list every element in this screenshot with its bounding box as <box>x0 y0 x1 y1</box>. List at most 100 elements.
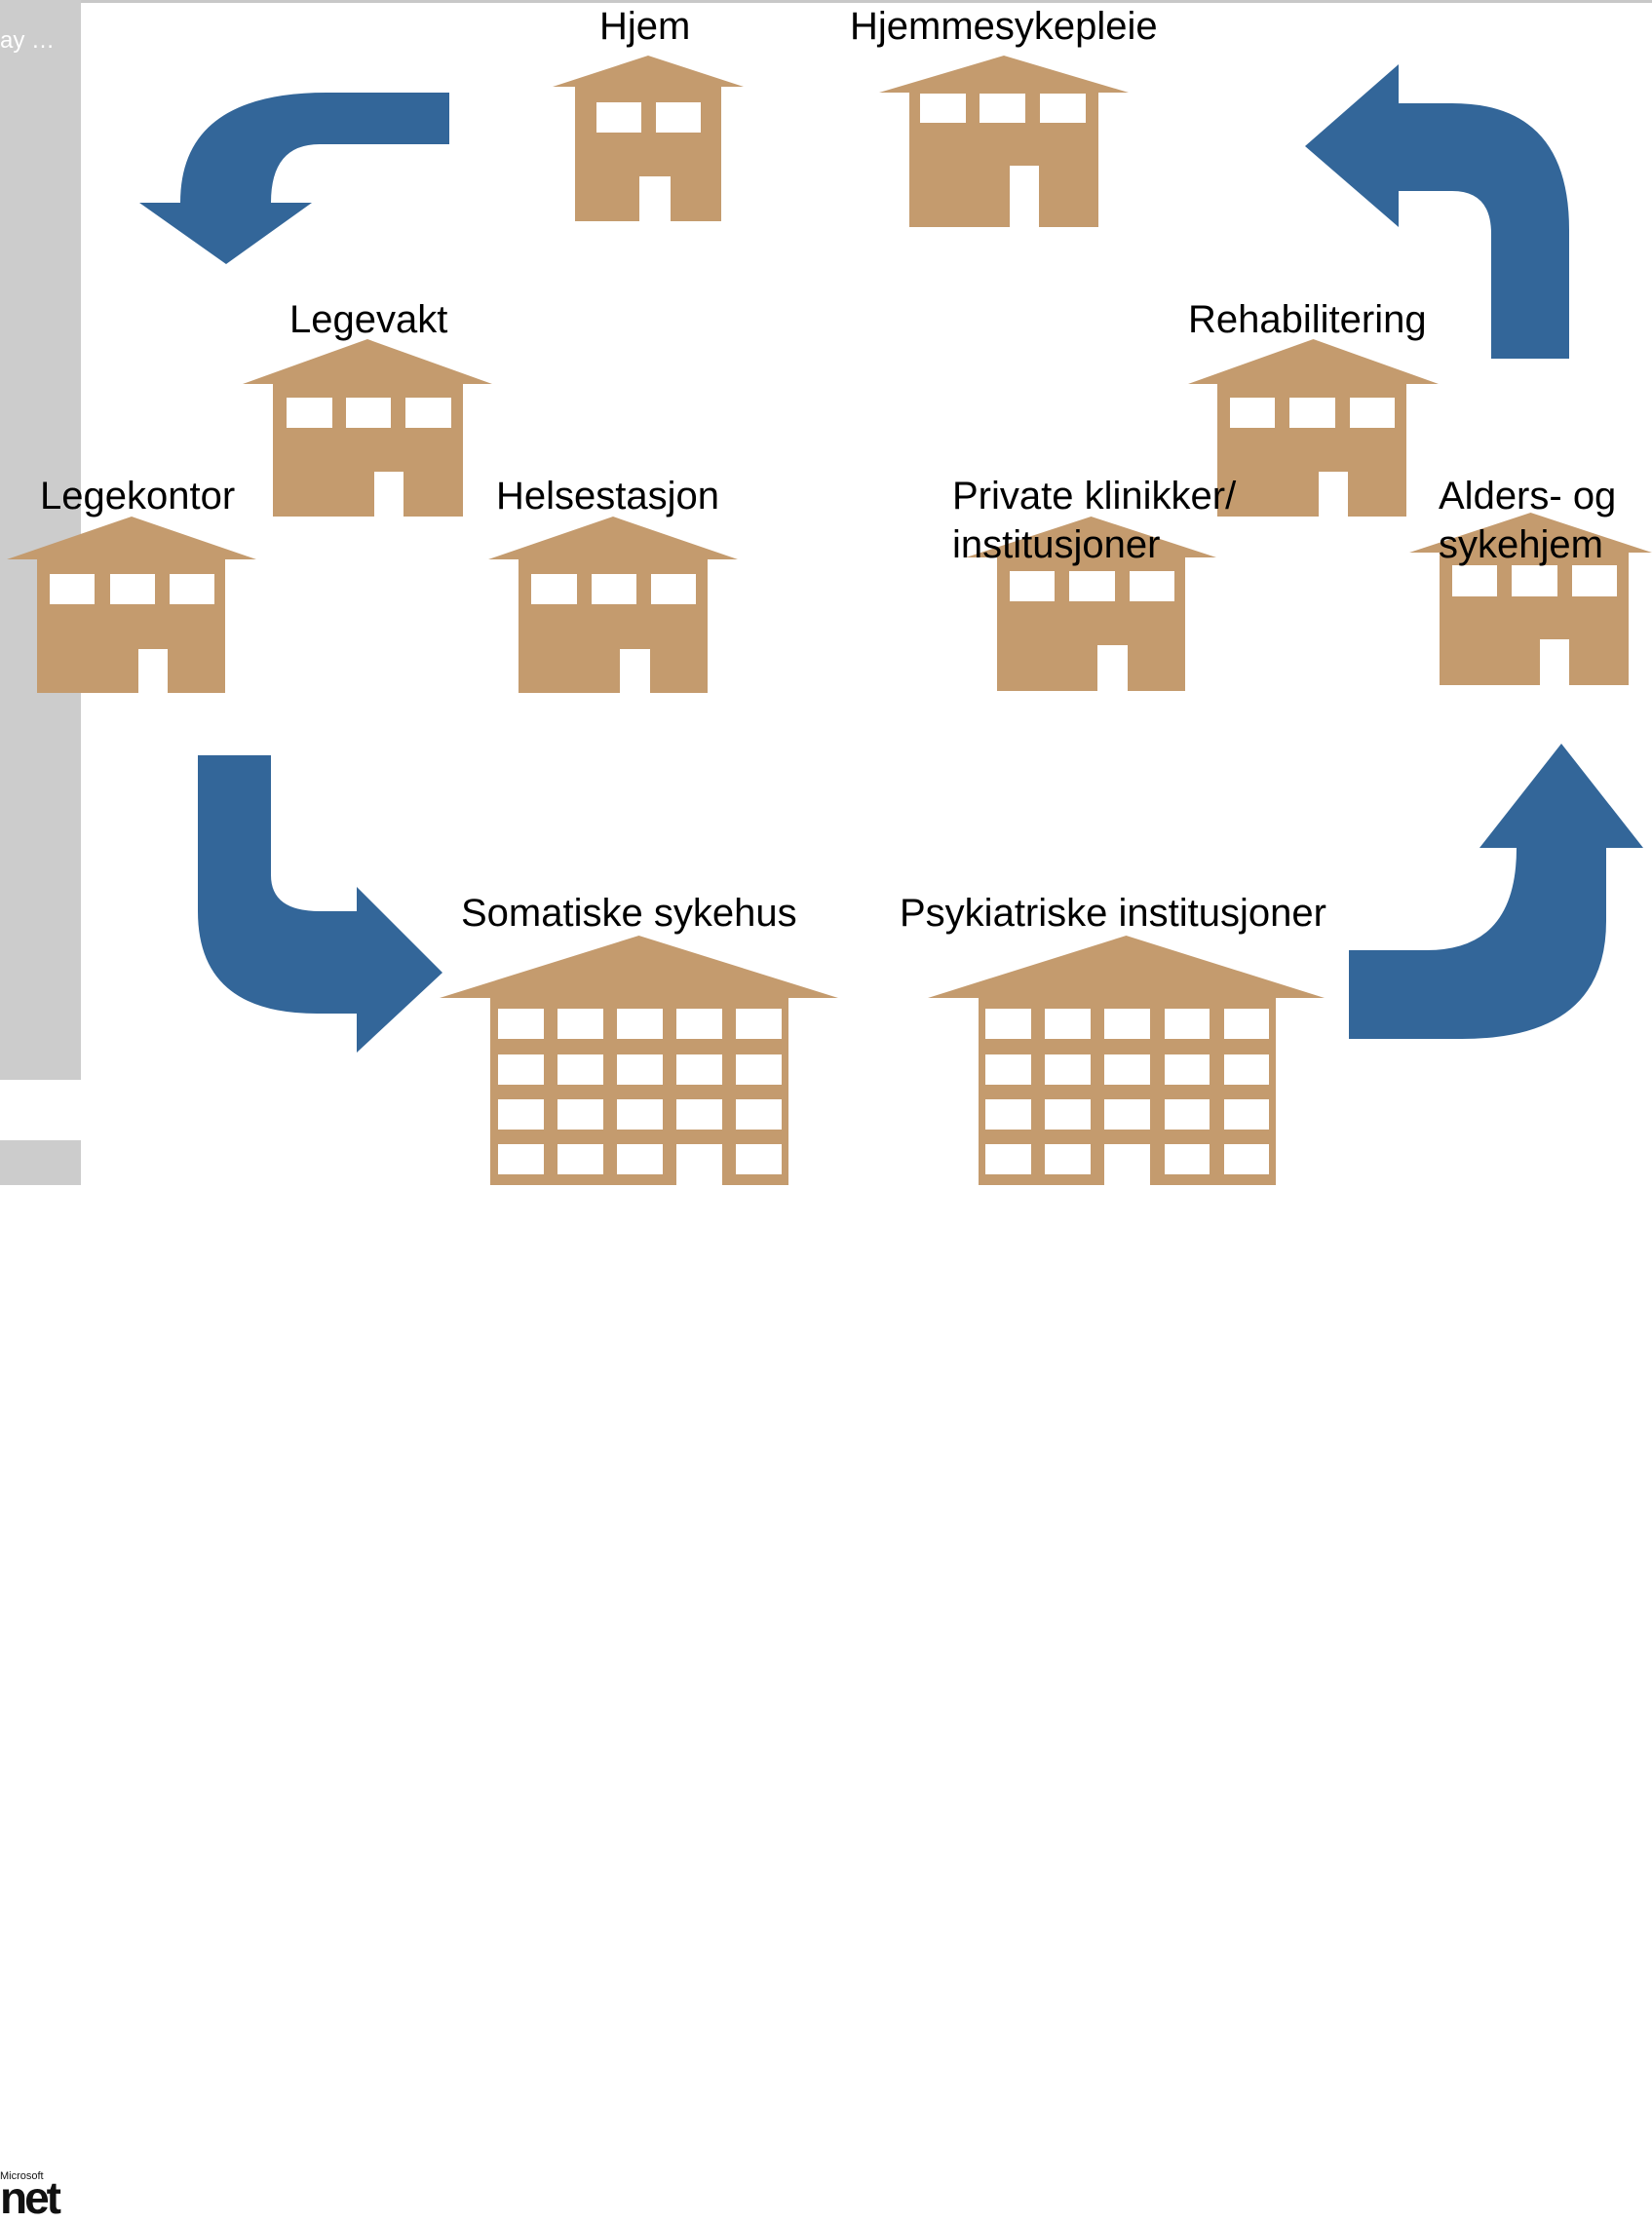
building-window <box>985 1009 1031 1039</box>
sidebar-caption: ay … <box>0 27 56 54</box>
house-door <box>374 472 403 517</box>
house-door <box>1540 639 1569 685</box>
house-roof <box>1188 339 1439 384</box>
building-window <box>1224 1099 1269 1130</box>
label-rehabilitering: Rehabilitering <box>1188 298 1427 341</box>
house-door <box>1097 645 1128 691</box>
label-legevakt: Legevakt <box>289 298 448 341</box>
label-helsestasjon: Helsestasjon <box>496 475 720 517</box>
house-hjemmesykepleie <box>879 56 1129 227</box>
label-private-klinikker: Private klinikker/ institusjoner <box>952 475 1237 566</box>
house-window <box>346 398 391 428</box>
house-window <box>1010 571 1055 601</box>
building-window <box>617 1009 663 1039</box>
house-window <box>1350 398 1395 428</box>
building-window <box>1165 1144 1210 1174</box>
house-window <box>980 94 1025 123</box>
building-window <box>985 1144 1031 1174</box>
building-somatiske-sykehus <box>440 936 838 1185</box>
house-rehabilitering <box>1188 339 1439 517</box>
house-roof <box>1409 513 1652 553</box>
building-window <box>617 1144 663 1174</box>
arrow-rehabilitering-to-hjem <box>1305 64 1569 359</box>
house-helsestasjon <box>488 517 738 693</box>
house-window <box>656 102 701 133</box>
label-somatiske-sykehus: Somatiske sykehus <box>461 892 797 935</box>
building-window <box>1104 1054 1150 1085</box>
house-window <box>592 574 636 604</box>
label-hjem: Hjem <box>599 5 691 48</box>
house-roof <box>966 517 1216 557</box>
house-window <box>1572 565 1617 596</box>
building-window <box>1045 1099 1091 1130</box>
building-window <box>1045 1009 1091 1039</box>
house-door <box>1010 166 1039 227</box>
building-window <box>498 1144 544 1174</box>
building-window <box>1165 1054 1210 1085</box>
house-door <box>639 176 671 221</box>
house-window <box>596 102 641 133</box>
building-window <box>1045 1144 1091 1174</box>
building-window <box>1045 1054 1091 1085</box>
building-window <box>1224 1054 1269 1085</box>
house-window <box>287 398 332 428</box>
logo-net-text: net <box>0 2172 61 2223</box>
arrow-legekontor-to-sykehus <box>198 755 442 1053</box>
house-roof <box>553 56 744 87</box>
building-roof <box>928 936 1325 998</box>
building-window <box>1224 1009 1269 1039</box>
building-window <box>736 1054 782 1085</box>
building-window <box>617 1099 663 1130</box>
building-window <box>557 1099 603 1130</box>
house-window <box>405 398 451 428</box>
house-window <box>531 574 577 604</box>
house-window <box>1230 398 1275 428</box>
house-window <box>110 574 155 604</box>
house-legevakt <box>243 339 492 517</box>
building-window <box>676 1054 722 1085</box>
house-alders-og-sykehjem <box>1409 513 1652 685</box>
house-window <box>1289 398 1335 428</box>
building-window <box>985 1099 1031 1130</box>
house-hjem <box>553 56 744 221</box>
building-window <box>498 1099 544 1130</box>
building-window <box>1165 1009 1210 1039</box>
house-window <box>1130 571 1174 601</box>
building-roof <box>440 936 838 998</box>
building-window <box>557 1054 603 1085</box>
house-window <box>920 94 966 123</box>
house-window <box>50 574 95 604</box>
house-private-klinikker <box>966 517 1216 691</box>
building-door <box>1104 1144 1150 1185</box>
building-window <box>498 1009 544 1039</box>
house-roof <box>243 339 492 384</box>
top-border-line <box>0 0 1652 3</box>
house-window <box>170 574 214 604</box>
building-window <box>736 1099 782 1130</box>
building-window <box>1104 1099 1150 1130</box>
label-hjemmesykepleie: Hjemmesykepleie <box>850 5 1158 48</box>
house-door <box>620 649 650 693</box>
arrow-hjem-to-legekontor <box>139 93 449 264</box>
house-window <box>651 574 696 604</box>
house-door <box>1319 472 1348 517</box>
building-window <box>1224 1144 1269 1174</box>
house-roof <box>7 517 256 559</box>
building-window <box>498 1054 544 1085</box>
label-psykiatriske-institusjoner: Psykiatriske institusjoner <box>900 892 1326 935</box>
building-window <box>676 1099 722 1130</box>
building-window <box>985 1054 1031 1085</box>
house-window <box>1452 565 1497 596</box>
building-window <box>617 1054 663 1085</box>
building-window <box>557 1009 603 1039</box>
building-window <box>1165 1099 1210 1130</box>
house-door <box>138 649 168 693</box>
building-window <box>676 1009 722 1039</box>
building-window <box>736 1009 782 1039</box>
building-window <box>1104 1009 1150 1039</box>
house-roof <box>488 517 738 559</box>
label-alders-og-sykehjem: Alders- og sykehjem <box>1439 475 1617 566</box>
building-door <box>676 1144 722 1185</box>
house-roof <box>879 56 1129 93</box>
house-window <box>1512 565 1557 596</box>
